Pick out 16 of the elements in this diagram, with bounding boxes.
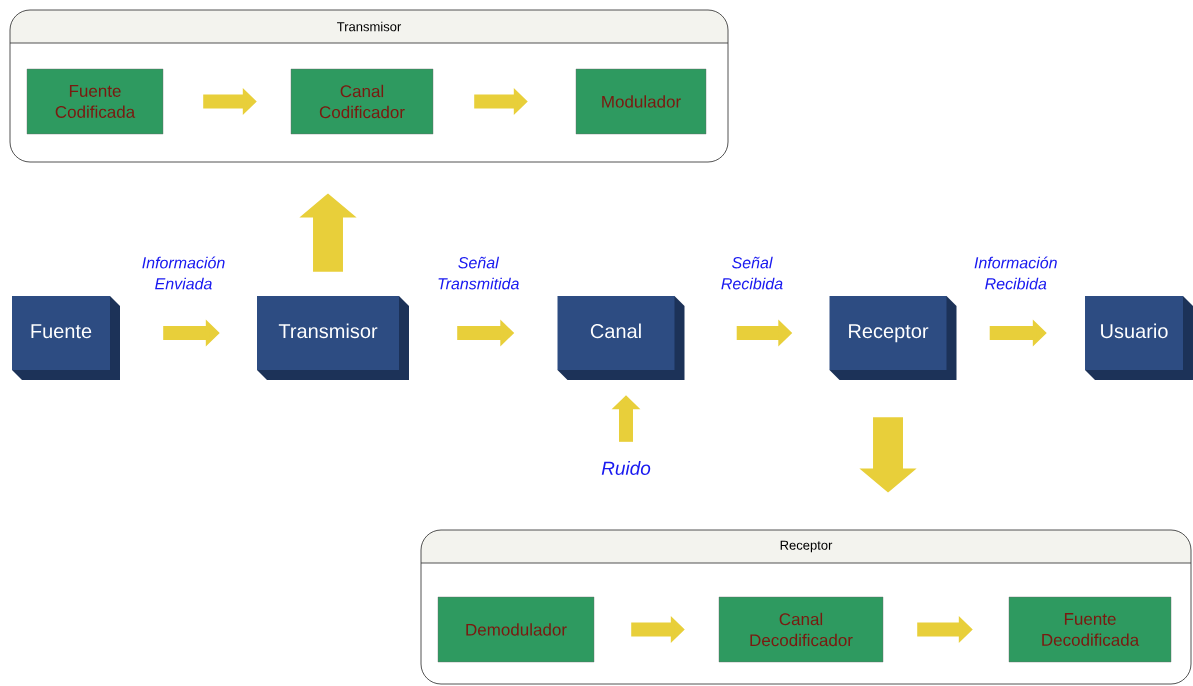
process-box: Fuente Codificada xyxy=(26,68,164,135)
edge-label: Información Enviada xyxy=(142,256,225,290)
process-box: Fuente Decodificada xyxy=(1008,596,1172,663)
process-box: Canal Codificador xyxy=(290,68,434,135)
process-box: Modulador xyxy=(575,68,707,135)
noise-label: Ruido xyxy=(601,461,651,475)
block-box: Usuario xyxy=(1085,296,1193,380)
block-box: Transmisor xyxy=(257,296,409,380)
block-box: Fuente xyxy=(12,296,120,380)
process-box: Canal Decodificador xyxy=(718,596,884,663)
block-box: Receptor xyxy=(829,296,957,380)
block-box: Canal xyxy=(557,296,685,380)
edge-label: Información Recibida xyxy=(974,256,1057,290)
process-box: Demodulador xyxy=(437,596,595,663)
edge-label: Señal Transmitida xyxy=(438,256,519,290)
edge-label: Señal Recibida xyxy=(721,256,783,290)
